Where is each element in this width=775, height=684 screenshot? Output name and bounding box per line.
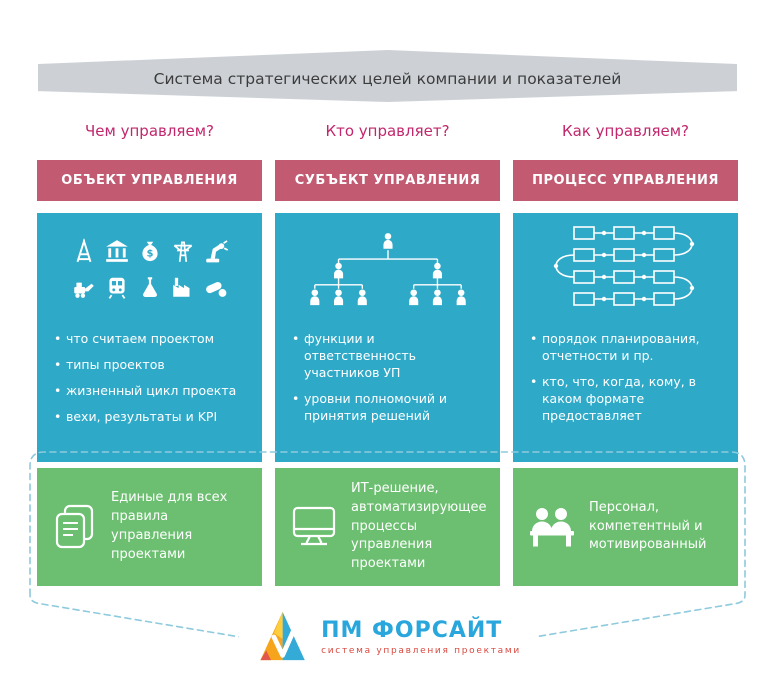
- column-subject: СУБЪЕКТ УПРАВЛЕНИЯ функции и отв: [275, 160, 500, 462]
- foundation-it-label: ИТ-решение, автоматизирующее процессы уп…: [351, 480, 487, 572]
- foundation-rules-box: Единые для всех правила управления проек…: [37, 468, 262, 586]
- bullet-item: порядок планирования, отчетности и пр.: [529, 331, 722, 365]
- column-object-body: $ что считаем проектом типы проектов жиз…: [37, 213, 262, 462]
- question-object: Чем управляем?: [85, 122, 214, 140]
- pills-icon: [205, 281, 226, 297]
- money-bag-icon: $: [141, 241, 158, 262]
- question-process: Как управляем?: [561, 122, 690, 140]
- company-logo: ПМ ФОРСАЙТ система управления проектами: [238, 606, 537, 668]
- industry-icons-grid: $: [53, 213, 246, 325]
- it-monitor-icon: [292, 506, 336, 546]
- robot-arm-icon: [205, 240, 228, 263]
- bullet-item: кто, что, когда, кому, в каком формате п…: [529, 374, 722, 425]
- foundation-personnel-box: Персонал, компетентный и мотивированный: [513, 468, 738, 586]
- process-flow-icon: [553, 226, 694, 306]
- object-bullet-list: что считаем проектом типы проектов жизне…: [53, 331, 246, 426]
- factory-icon: [172, 277, 189, 297]
- column-object: ОБЪЕКТ УПРАВЛЕНИЯ $ что считаем проекто: [37, 160, 262, 462]
- train-icon: [108, 277, 125, 299]
- flask-icon: [142, 277, 157, 297]
- svg-text:$: $: [146, 248, 153, 259]
- column-subject-body: функции и ответственность участников УП …: [275, 213, 500, 462]
- bank-icon: [105, 240, 128, 262]
- logo-title: ПМ ФОРСАЙТ: [321, 618, 503, 643]
- foundation-it-box: ИТ-решение, автоматизирующее процессы уп…: [275, 468, 500, 586]
- subject-bullet-list: функции и ответственность участников УП …: [291, 331, 484, 424]
- bullet-item: функции и ответственность участников УП: [291, 331, 484, 382]
- oil-derrick-icon: [76, 238, 91, 263]
- logo-triangle-icon: [259, 611, 305, 661]
- documents-icon: [55, 504, 94, 549]
- question-subject: Кто управляет?: [325, 122, 450, 140]
- column-subject-header: СУБЪЕКТ УПРАВЛЕНИЯ: [275, 160, 500, 201]
- column-object-header: ОБЪЕКТ УПРАВЛЕНИЯ: [37, 160, 262, 201]
- excavator-icon: [73, 282, 94, 298]
- process-bullet-list: порядок планирования, отчетности и пр. к…: [529, 331, 722, 424]
- logo-subtitle: система управления проектами: [321, 646, 521, 656]
- power-tower-icon: [173, 241, 192, 262]
- column-process: ПРОЦЕСС УПРАВЛЕНИЯ: [513, 160, 738, 462]
- banner-title: Система стратегических целей компании и …: [153, 69, 622, 88]
- foundation-rules-label: Единые для всех правила управления проек…: [111, 490, 228, 562]
- bullet-item: вехи, результаты и KPI: [53, 409, 246, 426]
- personnel-icon: [530, 508, 574, 547]
- banner-ribbon: Система стратегических целей компании и …: [38, 50, 737, 102]
- column-process-body: порядок планирования, отчетности и пр. к…: [513, 213, 738, 462]
- bullet-item: типы проектов: [53, 357, 246, 374]
- bullet-item: что считаем проектом: [53, 331, 246, 348]
- bullet-item: уровни полномочий и принятия решений: [291, 391, 484, 425]
- org-chart-icon: [309, 233, 466, 306]
- column-process-header: ПРОЦЕСС УПРАВЛЕНИЯ: [513, 160, 738, 201]
- foundation-personnel-label: Персонал, компетентный и мотивированный: [589, 499, 707, 553]
- bullet-item: жизненный цикл проекта: [53, 383, 246, 400]
